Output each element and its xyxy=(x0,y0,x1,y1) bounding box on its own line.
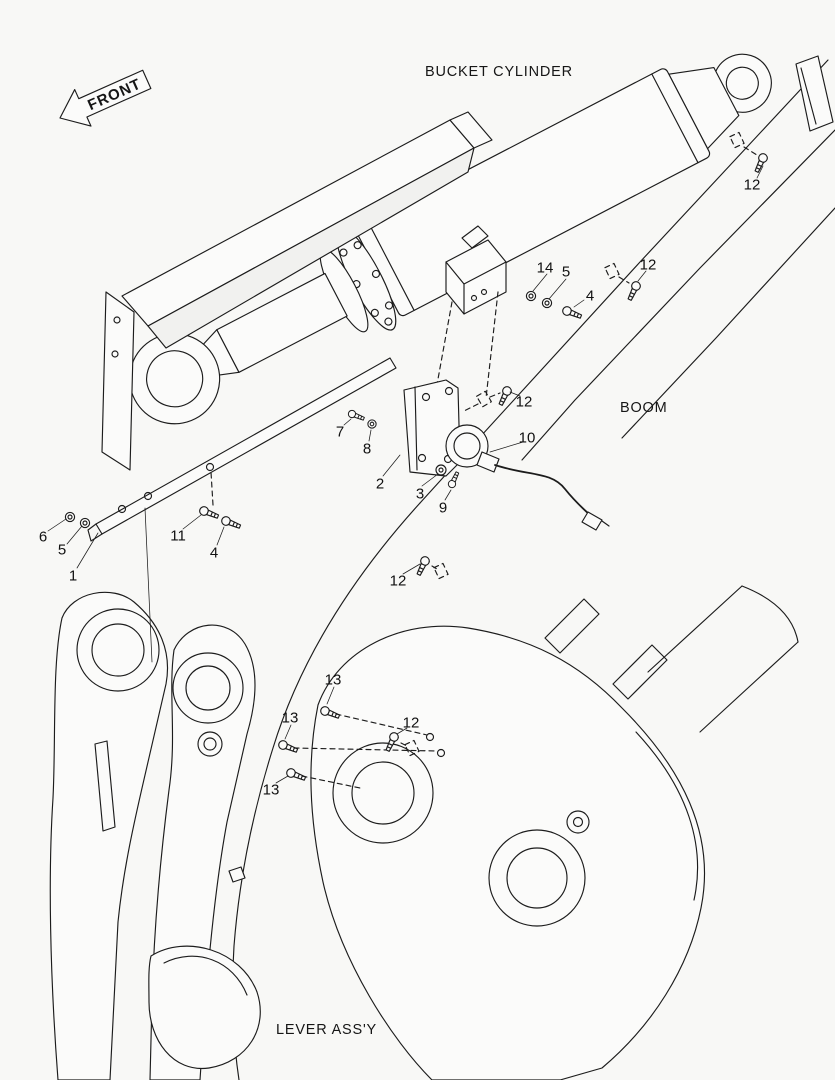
clip-nut-part xyxy=(729,131,745,149)
part-number-callout: 12 xyxy=(743,176,761,194)
part-number-callout: 9 xyxy=(438,499,448,517)
part-number-callout: 13 xyxy=(281,709,299,727)
clip-nut-part xyxy=(476,390,492,408)
screw-part xyxy=(284,766,308,784)
screw-part xyxy=(625,279,643,302)
bucket-link-drawing xyxy=(310,585,799,1080)
part-number-callout: 13 xyxy=(262,781,280,799)
sensor-bracket-drawing xyxy=(403,379,610,531)
part-number-callout: 13 xyxy=(324,671,342,689)
part-number-callout: 12 xyxy=(515,393,533,411)
part-number-callout: 7 xyxy=(335,423,345,441)
washer-part xyxy=(64,511,76,523)
part-number-callout: 3 xyxy=(415,485,425,503)
part-number-callout: 10 xyxy=(518,429,536,447)
part-number-callout: 11 xyxy=(170,527,186,545)
washer-part xyxy=(367,419,377,429)
part-number-callout: 5 xyxy=(57,541,67,559)
part-number-callout: 5 xyxy=(561,263,571,281)
part-number-callout: 1 xyxy=(68,567,78,585)
lever-assy-label: LEVER ASS'Y xyxy=(276,1022,378,1038)
callout-leader-lines xyxy=(47,165,764,784)
part-number-callout: 12 xyxy=(402,714,420,732)
alignment-line xyxy=(144,507,153,663)
part-number-callout: 6 xyxy=(38,528,48,546)
front-label: FRONT xyxy=(85,75,144,114)
part-number-callout: 2 xyxy=(375,475,385,493)
clip-nut-part xyxy=(433,562,449,580)
fasteners-drawing xyxy=(64,131,770,789)
bucket-cylinder-drawing xyxy=(129,53,772,425)
screw-part xyxy=(197,504,221,522)
part-number-callout: 12 xyxy=(389,572,407,590)
part-number-callout: 4 xyxy=(585,287,595,305)
part-number-callout: 12 xyxy=(639,256,657,274)
valve-block-drawing xyxy=(435,225,507,399)
boom-label: BOOM xyxy=(620,400,668,416)
lever-assy-drawing xyxy=(49,591,261,1080)
clip-nut-part xyxy=(604,262,620,280)
washer-part xyxy=(541,297,553,309)
part-number-callout: 8 xyxy=(362,440,372,458)
mount-plate-drawing xyxy=(87,357,397,542)
cylinder-guard-drawing xyxy=(101,111,493,471)
part-number-callout: 4 xyxy=(209,544,219,562)
bucket-cylinder-label: BUCKET CYLINDER xyxy=(425,64,573,80)
part-number-callout: 14 xyxy=(536,259,554,277)
screw-part xyxy=(560,304,584,322)
washer-part xyxy=(525,290,537,302)
screw-part xyxy=(276,738,300,756)
front-direction-arrow: FRONT xyxy=(59,69,152,127)
